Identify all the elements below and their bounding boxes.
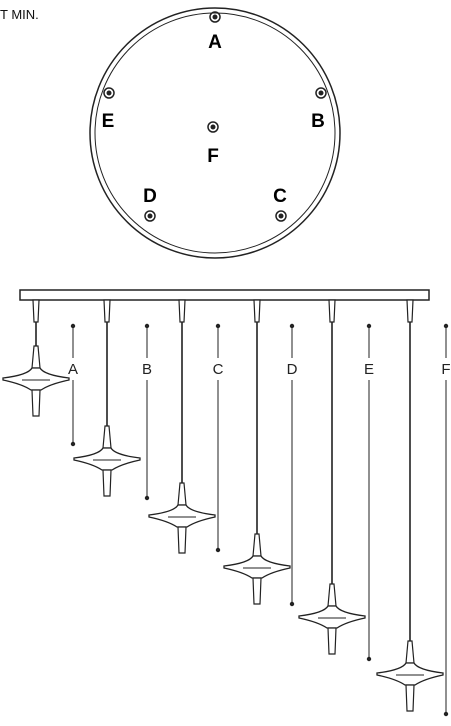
port-label-c: C <box>273 186 287 207</box>
port-b: B <box>311 87 327 132</box>
pendant-f-connector <box>406 299 414 323</box>
pendant-b-shade <box>73 447 141 471</box>
port-f-core <box>210 124 216 130</box>
port-e-core <box>106 90 112 96</box>
pendant-b-connector <box>103 299 111 323</box>
drop-dimension-d: D <box>287 323 298 607</box>
port-d-hole <box>144 210 156 222</box>
port-label-a: A <box>208 32 222 53</box>
port-label-f: F <box>207 146 219 167</box>
pendant-d-shade <box>223 555 291 579</box>
pendant-d <box>223 299 291 605</box>
pendant-f <box>376 299 444 712</box>
drop-dimension-group: A B C D E F <box>68 323 451 717</box>
pendant-d-connector <box>253 299 261 323</box>
port-d: D <box>143 186 157 222</box>
port-label-d: D <box>143 186 157 207</box>
port-f-hole <box>207 121 219 133</box>
pendant-f-stem <box>405 640 415 664</box>
drop-label-c: C <box>213 361 224 378</box>
pendant-f-shade <box>376 662 444 686</box>
pendant-e-connector <box>328 299 336 323</box>
pendant-d-stem <box>252 533 262 557</box>
pendant-e-diffuser <box>327 627 337 655</box>
port-e-hole <box>103 87 115 99</box>
pendant-c-stem <box>177 482 187 506</box>
port-c: C <box>273 186 287 222</box>
port-label-b: B <box>311 111 325 132</box>
pendant-a-diffuser <box>31 389 41 417</box>
canopy-bar-side-view <box>19 289 430 301</box>
port-b-hole <box>315 87 327 99</box>
pendant-c-connector <box>178 299 186 323</box>
drop-dimension-f: F <box>441 323 451 717</box>
drop-label-a: A <box>68 361 78 378</box>
pendant-e-shade <box>298 605 366 629</box>
port-f: F <box>207 121 219 167</box>
port-label-e: E <box>102 111 115 132</box>
port-e: E <box>102 87 115 132</box>
pendant-c <box>148 299 216 554</box>
drop-label-d: D <box>287 361 298 378</box>
port-a-hole <box>209 11 221 23</box>
pendant-a-stem <box>31 345 41 369</box>
pendant-c-shade <box>148 504 216 528</box>
pendant-c-diffuser <box>177 526 187 554</box>
port-c-core <box>278 213 284 219</box>
drop-label-e: E <box>364 361 374 378</box>
pendant-e-stem <box>327 583 337 607</box>
port-c-hole <box>275 210 287 222</box>
pendant-group <box>2 299 444 712</box>
port-b-core <box>318 90 324 96</box>
pendant-b-diffuser <box>102 469 112 497</box>
canopy-inner-ring <box>94 12 336 254</box>
port-a-core <box>212 14 218 20</box>
pendant-b-stem <box>102 425 112 449</box>
drop-dimension-a: A <box>68 323 78 447</box>
pendant-b <box>73 299 141 497</box>
port-a: A <box>208 11 222 53</box>
pendant-a-shade <box>2 367 70 391</box>
pendant-a <box>2 299 70 417</box>
drop-dimension-e: E <box>364 323 374 662</box>
minimum-height-note: T MIN. <box>0 7 39 22</box>
pendant-e <box>298 299 366 655</box>
canopy-top-view: A B C D E <box>89 7 341 259</box>
pendant-a-connector <box>32 299 40 323</box>
drop-label-f: F <box>441 361 450 378</box>
drop-dimension-c: C <box>213 323 224 553</box>
pendant-d-diffuser <box>252 577 262 605</box>
pendant-f-diffuser <box>405 684 415 712</box>
drop-dimension-b: B <box>142 323 152 501</box>
canopy-outer-ring <box>89 7 341 259</box>
drop-label-b: B <box>142 361 152 378</box>
port-d-core <box>147 213 153 219</box>
